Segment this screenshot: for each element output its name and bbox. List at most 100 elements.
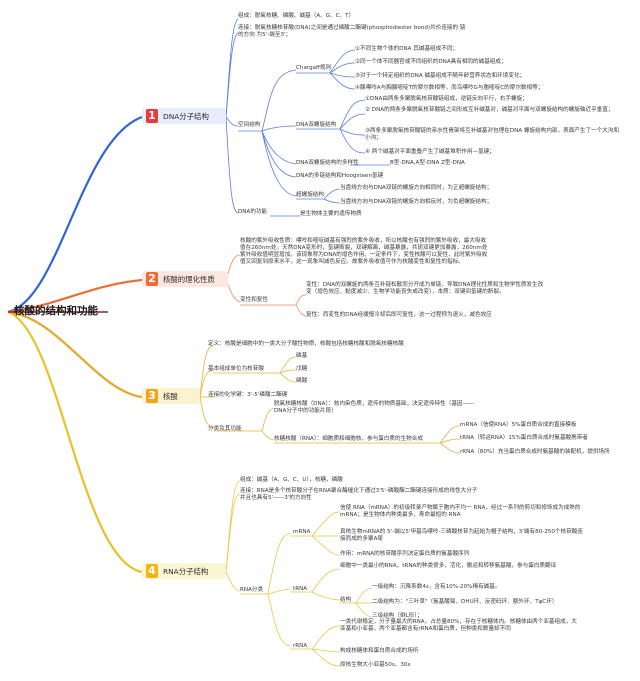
rna-line-trna-struct xyxy=(311,591,341,601)
branch-label-dna: DNA分子结构 xyxy=(163,111,209,121)
rna-mrna-label: mRNA xyxy=(293,529,311,535)
rna-composition: 组成：碱基（A、G、C、U），核糖，磷酸 xyxy=(240,477,343,483)
rna-line-t1 xyxy=(355,587,373,604)
props-denature-detail: 变性：DNA的双螺旋的两条互补链松散而分开成为单链，导致DNA理化性质和生物学性… xyxy=(306,282,544,295)
dna-line-h3 xyxy=(339,128,366,136)
root-to-branch-1 xyxy=(7,115,143,314)
dna-line-helix xyxy=(261,125,297,132)
props-line-denature xyxy=(225,279,241,303)
rna-type-rrna: rRNA（80%）充当蛋白质合成时氨基酸的装配机，提供场所 xyxy=(460,449,610,455)
rna-line-trna-desc xyxy=(311,568,341,593)
supercoil-positive: 当盘绕方向与DNA双链的螺旋方向相同时，为正超螺旋结构； xyxy=(340,185,493,191)
rna-type-mrna: mRNA（信使RNA）5%蛋白质合成的直接模板 xyxy=(460,422,577,428)
dna-line-chargaff xyxy=(261,69,297,132)
dna-supercoil: 超螺旋结构 xyxy=(296,192,324,198)
props-renature-detail: 复性：而变性的DNA经缓慢冷却后即可复性，这一过程称为退火，减色效应 xyxy=(306,312,492,318)
rna-line-rr3 xyxy=(311,648,341,667)
nuc-line-u3 xyxy=(279,372,297,383)
branch-rna-structure[interactable]: 4 RNA分子结构 xyxy=(142,563,226,579)
dna-chargaff: Chargaff规则 xyxy=(296,65,332,71)
nuc-basic-unit: 基本组成单位为核苷酸 xyxy=(208,366,264,372)
branch-physicochemical[interactable]: 2 核酸的理化性质 xyxy=(142,271,228,287)
dna-hoogsteen: DNA的多链结构和Hoogsteen氢键 xyxy=(296,173,384,179)
dna-line-supercoil xyxy=(261,130,297,197)
nuc-line-r3 xyxy=(439,442,461,454)
dna-line-s1 xyxy=(323,188,341,200)
branch-number-4: 4 xyxy=(146,564,158,578)
trna-structure-2: 二级结构为："三叶草"（氨基酸臂、DHU环、反密码环、额外环、TψC环） xyxy=(372,599,558,605)
root-topic[interactable]: 核酸的结构和功能 xyxy=(14,305,98,317)
dna-line-function xyxy=(225,116,239,214)
dna-line-c3 xyxy=(329,72,356,78)
dna-line-h1 xyxy=(339,99,366,130)
chargaff-rule-2: ②同一个体不同器官或不同组织的DNA具有相同的碱基组成； xyxy=(355,59,507,65)
helix-feature-4: ④ 两个碱基对平面重叠产生了碱基堆积作用—氢键； xyxy=(365,149,495,155)
rna-line-linkage xyxy=(225,493,241,573)
rna-line-t3 xyxy=(355,602,373,618)
dna-diversity: DNA双螺旋结构的多样性 xyxy=(296,160,359,166)
mrna-detail-1: 信使 RNA（mRNA）的初级转录产物属于胞内不均一 RNA，经过一系列的剪切和… xyxy=(340,505,581,518)
props-uv-absorption: 核酸的紫外吸收性质：嘌呤和嘧啶碱基有强烈的紫外吸收，所以核酸也有强烈的紫外吸收，… xyxy=(240,238,488,265)
rna-classify: RNA分类 xyxy=(240,587,264,593)
nuc-definition: 定义：核酸是细胞中的一类大分子酸性物质，核酸包括核糖核酸和脱氧核糖核酸 xyxy=(208,341,404,347)
mrna-detail-2: 真核生物mRNA的 5'-端以5'甲基鸟嘌呤-三磷酸核苷为起始为帽子结构，3'端… xyxy=(340,529,583,542)
chargaff-rule-1: ①不同生物个体的DNA 其碱基组成不同； xyxy=(355,46,459,52)
rna-line-classify xyxy=(225,571,241,592)
branch-dna-structure[interactable]: 1 DNA分子结构 xyxy=(142,108,226,124)
nuc-line-r2 xyxy=(439,438,461,444)
props-line-uv xyxy=(225,254,241,281)
dna-function-value: 是生物体主要的遗传物质 xyxy=(300,211,362,217)
dna-diversity-value: B型-DNA,A型-DNA Z型-DNA xyxy=(390,160,465,166)
helix-feature-2: ② DNA的两条多聚脱氧核苷酸链之间形成互补碱基对，碱基对平面与双螺旋结构的螺旋… xyxy=(365,107,614,113)
nuc-line-u2 xyxy=(279,369,297,374)
supercoil-negative: 当盘绕方向与DNA双链的螺旋方向相反时，为负超螺旋结构； xyxy=(340,199,493,205)
dna-line-hoogsteen xyxy=(261,130,297,178)
rna-line-rr1 xyxy=(311,625,341,650)
nuc-line-unit xyxy=(199,369,215,398)
props-line-d1 xyxy=(295,294,307,306)
dna-linkage: 连接：脱氧核糖核苷酸(DNA)之间是通过磷酸二酯键(phosphodiester… xyxy=(238,25,466,38)
nuc-line-rna xyxy=(261,430,275,441)
branch-label-nuc: 核酸 xyxy=(163,391,178,401)
rna-line-rrna xyxy=(267,593,291,647)
root-to-branch-2 xyxy=(7,278,143,314)
helix-feature-3: ③两条多聚脱氧核苷酸链的亲水性骨架将互补碱基对包埋在DNA 螺旋结构内部，表面产… xyxy=(365,128,620,141)
nuc-line-classify xyxy=(199,396,215,429)
nuc-dna-description: 脱氧核糖核酸（DNA）：核内染色质，遗传的物质基础，决定遗传特性（基因——DNA… xyxy=(274,401,474,414)
props-denature: 变性和复性 xyxy=(240,297,268,303)
dna-line-c4 xyxy=(329,72,356,90)
dna-line-c2 xyxy=(329,62,356,74)
dna-line-h2 xyxy=(339,113,366,130)
nuc-line-dna xyxy=(261,407,275,432)
branch-nucleic-acid[interactable]: 3 核酸 xyxy=(142,388,200,404)
nuc-rna-description: 核糖核酸（RNA）：细胞质和细胞核，参与蛋白质的生物合成 xyxy=(274,436,423,442)
dna-line-spatial xyxy=(225,116,239,127)
props-line-d2 xyxy=(295,304,307,317)
dna-double-helix: DNA双螺旋结构 xyxy=(296,122,337,128)
dna-spatial: 空间结构 xyxy=(238,122,261,128)
chargaff-rule-4: ④腺嘌呤A与胸腺嘧啶T的摩尔数相等，而鸟嘌呤G与胞嘧啶C的摩尔数相等； xyxy=(355,85,544,91)
nuc-unit-base: 磷基 xyxy=(296,353,308,359)
rna-type-trna: tRNA（转运RNA）15%蛋白质合成时氨基酸携带者 xyxy=(460,435,588,441)
nuc-unit-phosphate: 磷酸 xyxy=(296,378,308,384)
branch-number-3: 3 xyxy=(146,389,158,403)
dna-line-s2 xyxy=(323,198,341,204)
rna-linkage: 连接：RNA是多个核苷酸分子在RNA聚合酶催化下通过3'5'-磷酸酯二酯键连接形… xyxy=(240,488,478,501)
dna-composition: 组成：脱氧核糖、磷酸、碱基（A、G、C、T） xyxy=(238,13,355,19)
branch-label-props: 核酸的理化性质 xyxy=(163,274,215,284)
nuc-bond: 连接的化学键：3'-5'磷酸二酯键 xyxy=(208,392,288,398)
nuc-line-definition xyxy=(199,344,215,398)
dna-function: DNA的功能 xyxy=(238,209,268,215)
rrna-detail-3: 原核生物大小亚基50s、30s xyxy=(340,662,411,668)
nuc-unit-sugar: 戊糖 xyxy=(296,366,308,372)
rna-line-m3 xyxy=(311,535,341,556)
nuc-line-r1 xyxy=(439,425,461,444)
trna-structure-3: 三级结构（倒L形）； xyxy=(372,613,423,619)
trna-structure-1: 一级结构：沉降系数4s，含有10%-20%稀有碱基。 xyxy=(372,584,501,590)
rna-line-mrna xyxy=(267,532,291,595)
mrna-detail-3: 作用：mRNA的核苷酸序列决定蛋白质的氨基酸序列 xyxy=(340,551,470,557)
root-to-branch-4 xyxy=(7,310,143,574)
dna-line-h4 xyxy=(339,128,366,154)
trna-description: 细胞中一类最小的RNA，tRNA的种类很多，活化，搬运和转移氨基酸，参与蛋白质翻… xyxy=(340,563,557,569)
